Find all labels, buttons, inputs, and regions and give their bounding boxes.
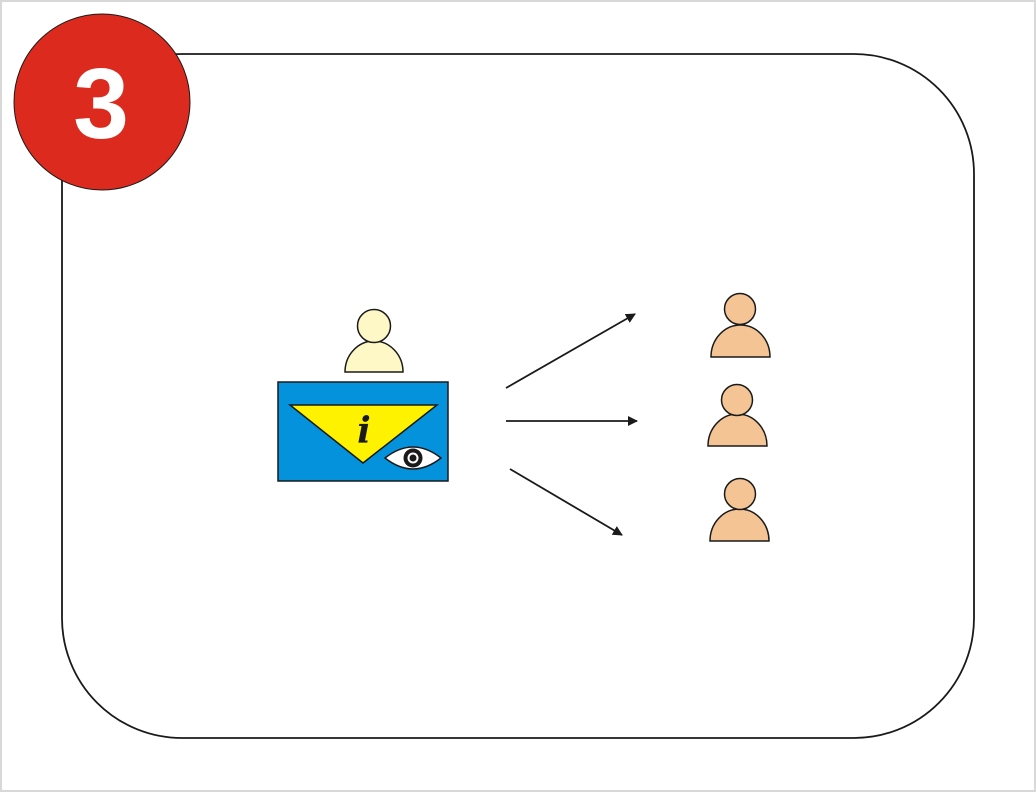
info-triangle [287,404,440,464]
audience-head [723,477,757,511]
eye-pupil-center [409,454,417,462]
arrows [505,313,638,536]
info-eye-sign-icon: i [277,381,449,482]
presenter-person-icon [344,308,404,373]
audience-person-icon [707,383,768,447]
arrow-right-icon [505,313,636,389]
main-frame [61,53,975,739]
step-badge-circle [13,13,191,191]
info-letter: i [357,410,371,452]
audience-person-icon [709,477,770,542]
audience [707,292,771,542]
audience-head [723,292,757,326]
presenter-head [356,308,392,344]
step-badge: 3 [13,13,191,191]
audience-person-icon [710,292,771,358]
audience-head [720,383,754,417]
step-number: 3 [73,48,129,160]
eye-icon [383,446,443,470]
arrow-right-icon [509,468,623,536]
audience-body [710,324,771,358]
